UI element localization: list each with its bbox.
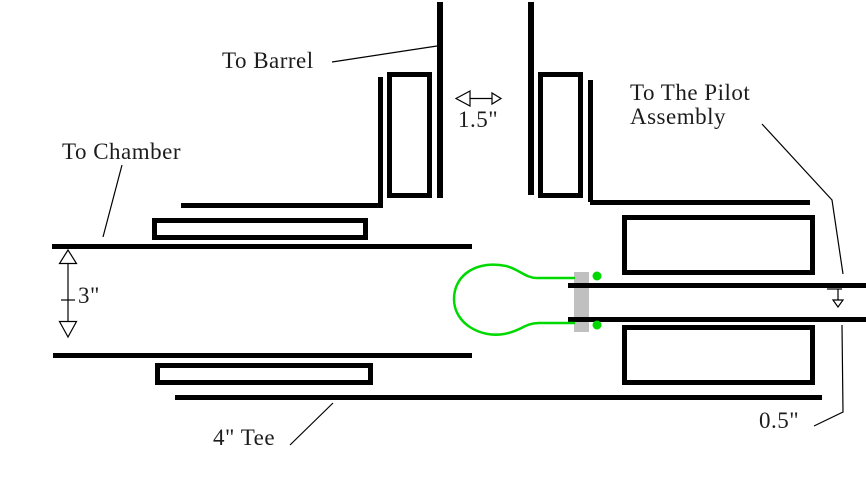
to-pilot-label-line2: Assembly bbox=[630, 104, 726, 129]
dim-arrow-1-5in bbox=[454, 89, 503, 108]
seal-dot-bottom bbox=[592, 320, 602, 330]
tee-label: 4" Tee bbox=[213, 425, 276, 450]
pilot-pipe-bottom-wall bbox=[568, 317, 866, 322]
tee-top-wall-left bbox=[181, 203, 380, 208]
chamber-coupling-upper bbox=[152, 218, 368, 240]
diaphragm-outline bbox=[452, 263, 576, 336]
barrel-coupling-right bbox=[538, 72, 583, 198]
barrel-coupling-left bbox=[387, 72, 432, 198]
pilot-coupling-upper bbox=[622, 215, 815, 275]
tee-top-wall-right bbox=[590, 200, 810, 205]
half-inch-leader-line bbox=[813, 324, 844, 427]
to-pilot-leader-line bbox=[761, 123, 844, 275]
arrowhead-left-icon bbox=[454, 89, 471, 108]
dim-arrow-3in bbox=[58, 248, 78, 339]
leader-lines bbox=[102, 45, 844, 446]
tee-riser-left-wall bbox=[378, 77, 383, 208]
pilot-coupling-lower bbox=[622, 325, 815, 385]
tee-leader-line bbox=[289, 402, 334, 446]
arrowhead-up-icon bbox=[58, 248, 78, 265]
to-chamber-label: To Chamber bbox=[62, 139, 182, 164]
couplings bbox=[152, 72, 815, 385]
tee-upper-bore-line bbox=[52, 244, 472, 249]
to-barrel-leader-line bbox=[331, 45, 438, 63]
arrowhead-right-icon bbox=[491, 91, 503, 106]
to-barrel-label: To Barrel bbox=[222, 48, 314, 73]
tee-bottom-wall bbox=[175, 395, 822, 400]
dim-arrow-0-5in bbox=[827, 288, 845, 309]
piston bbox=[574, 272, 589, 332]
barrel-pipe-right-wall bbox=[528, 2, 534, 195]
chamber-coupling-lower bbox=[155, 363, 373, 385]
dim-1-5in-label: 1.5" bbox=[458, 107, 499, 132]
arrowhead-down-icon bbox=[58, 320, 78, 339]
to-chamber-leader-line bbox=[102, 164, 123, 238]
tee-structure bbox=[52, 2, 822, 400]
to-pilot-label-line1: To The Pilot bbox=[630, 80, 751, 105]
tee-lower-bore-line bbox=[53, 353, 472, 358]
dim-3in-label: 3" bbox=[78, 283, 100, 308]
tee-riser-right-wall bbox=[588, 80, 593, 202]
pilot-pipe bbox=[568, 283, 866, 322]
to-pilot-assembly-label: To The Pilot Assembly bbox=[630, 81, 750, 129]
arrowhead-small-down-icon bbox=[831, 299, 845, 309]
seal-dot-top bbox=[592, 271, 602, 281]
dim-0-5in-label: 0.5" bbox=[759, 408, 800, 433]
barrel-pipe-left-wall bbox=[437, 2, 443, 198]
pilot-pipe-top-wall bbox=[568, 283, 866, 288]
